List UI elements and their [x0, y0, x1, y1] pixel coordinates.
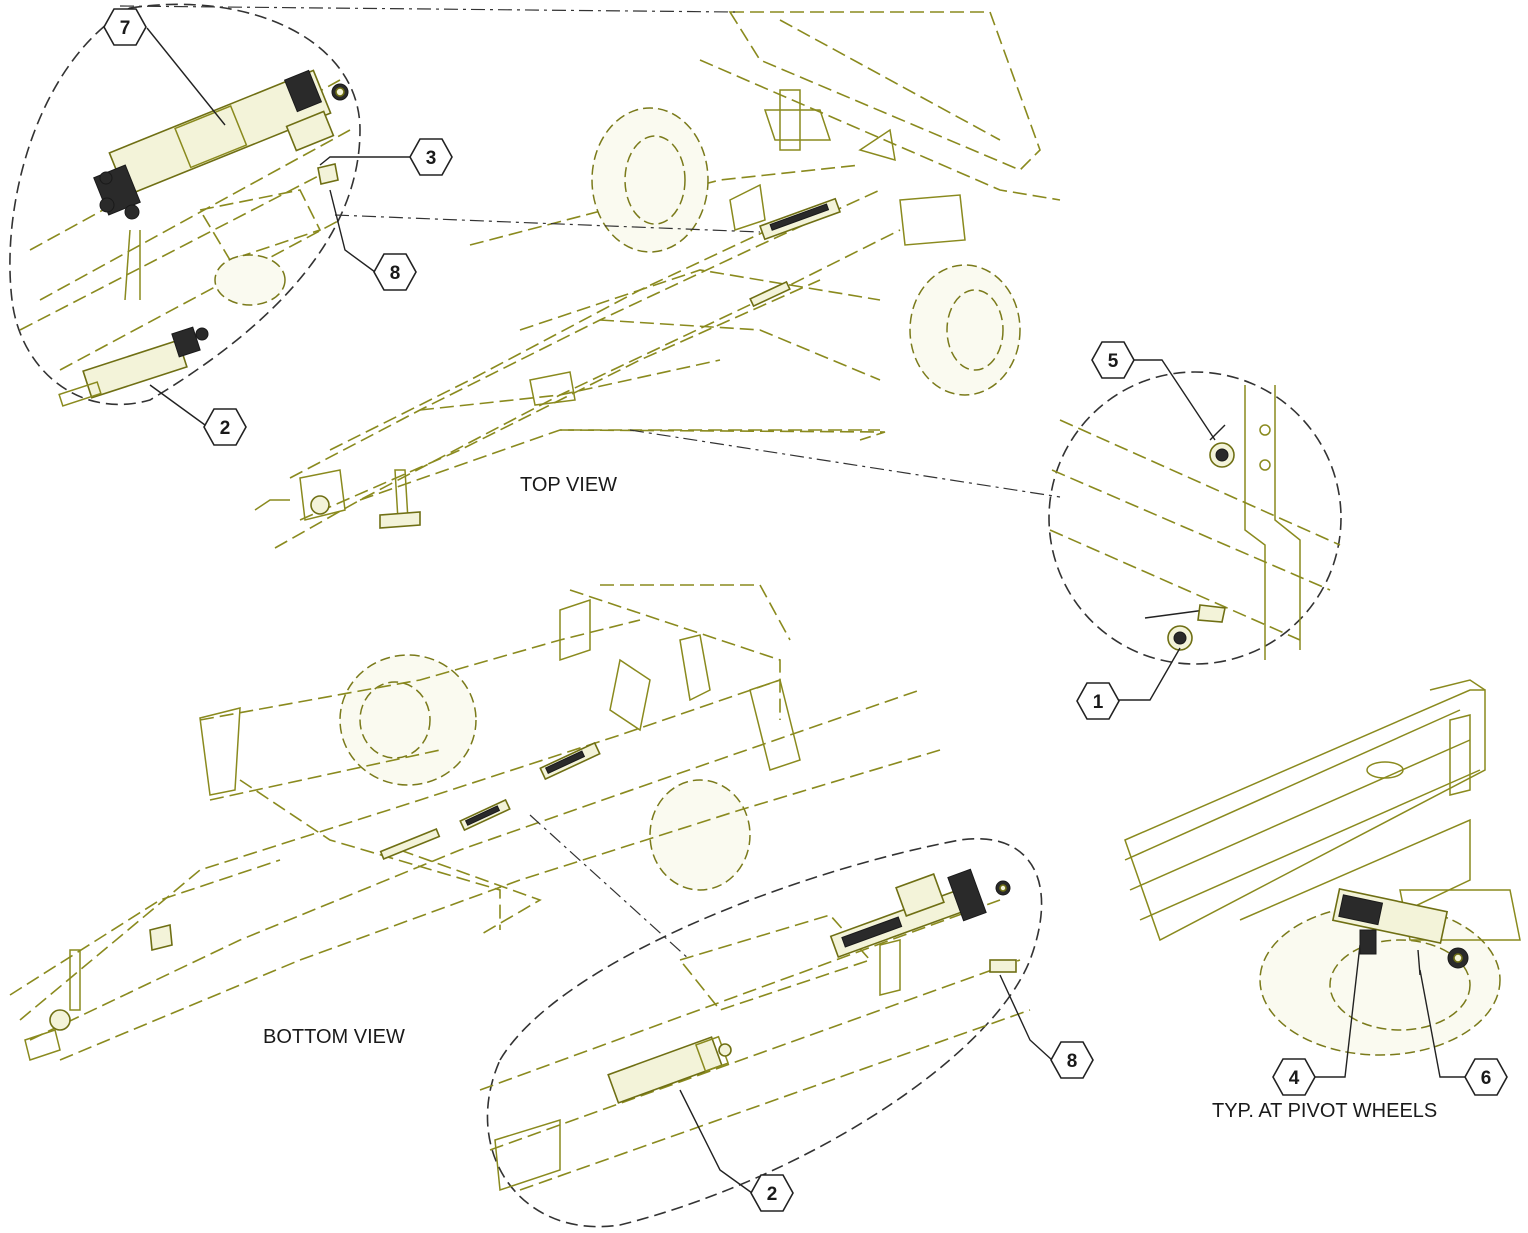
callout-4: 4: [1272, 1058, 1316, 1096]
callout-5: 5: [1091, 341, 1135, 379]
detail-cylinder-bottom: [479, 837, 1043, 1228]
callout-number: 2: [220, 418, 231, 439]
callout-number: 1: [1093, 692, 1104, 713]
hydraulic-cylinder-icon: [93, 69, 349, 220]
callout-number: 2: [767, 1184, 778, 1205]
callout-hexagon-icon: [103, 8, 147, 46]
callout-8-top: 8: [373, 253, 417, 291]
bottom-view-assembly: [9, 584, 941, 1061]
hydraulic-cylinder-icon: [1331, 887, 1469, 969]
callout-hexagon-icon: [373, 253, 417, 291]
callout-1: 1: [1076, 682, 1120, 720]
callout-hexagon-icon: [203, 408, 247, 446]
valve-icon: [1209, 424, 1235, 468]
callout-number: 8: [1067, 1051, 1078, 1072]
cylinder-icon: [758, 197, 842, 241]
callout-number: 3: [426, 148, 437, 169]
callout-hexagon-icon: [1050, 1041, 1094, 1079]
callout-hexagon-icon: [1076, 682, 1120, 720]
detail-connector: [334, 214, 761, 233]
callout-2-bottom: 2: [750, 1174, 794, 1212]
callout-number: 8: [390, 263, 401, 284]
detail-cylinder-top: [9, 3, 361, 407]
callout-number: 6: [1481, 1068, 1492, 1089]
bottom-view-label: BOTTOM VIEW: [263, 1026, 405, 1048]
top-view-label: TOP VIEW: [520, 474, 617, 496]
callout-7: 7: [103, 8, 147, 46]
callout-hexagon-icon: [1272, 1058, 1316, 1096]
callout-hexagon-icon: [409, 138, 453, 176]
callout-hexagon-icon: [1091, 341, 1135, 379]
callout-leaders: [146, 27, 1465, 1194]
callout-number: 7: [120, 18, 131, 39]
pivot-wheels-note: TYP. AT PIVOT WHEELS: [1212, 1100, 1437, 1122]
ball-valve-icon: [1144, 604, 1226, 651]
detail-connector: [529, 814, 691, 961]
callout-6: 6: [1464, 1058, 1508, 1096]
hydraulic-cylinder-icon: [829, 868, 1011, 959]
wheel-icon: [649, 779, 751, 891]
top-view-assembly: [254, 11, 1061, 549]
pivot-wheel-detail: [1124, 679, 1521, 1056]
callout-hexagon-icon: [750, 1174, 794, 1212]
callout-3: 3: [409, 138, 453, 176]
callout-8-bottom: 8: [1050, 1041, 1094, 1079]
detail-connector: [119, 5, 736, 13]
cylinder-icon: [459, 741, 601, 832]
hydraulic-cylinder-icon: [607, 1035, 732, 1104]
detail-connector: [629, 429, 1061, 498]
callout-hexagon-icon: [1464, 1058, 1508, 1096]
callout-2-top: 2: [203, 408, 247, 446]
callout-number: 4: [1289, 1068, 1300, 1089]
detail-valve-right: [1048, 371, 1342, 665]
callout-number: 5: [1108, 351, 1119, 372]
hydraulic-cylinder-icon: [58, 326, 209, 407]
